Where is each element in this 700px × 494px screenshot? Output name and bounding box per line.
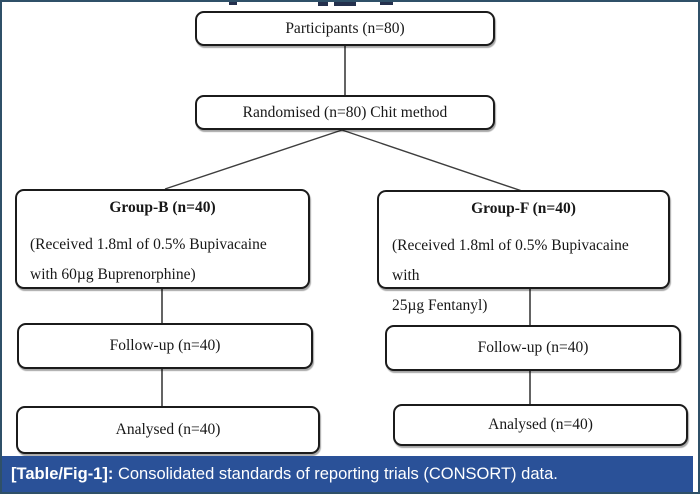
figure-caption-text: Consolidated standards of reporting tria… (113, 464, 558, 483)
followup-left-box: Follow-up (n=40) (17, 323, 313, 369)
followup-left-label: Follow-up (n=40) (109, 337, 221, 354)
participants-label: Participants (n=80) (285, 19, 405, 37)
figure-caption-bar: [Table/Fig-1]: Consolidated standards of… (2, 456, 693, 492)
cropped-text-fragment (380, 2, 393, 5)
analysed-right-label: Analysed (n=40) (488, 416, 593, 433)
group-b-description: (Received 1.8ml of 0.5% Bupivacaine with… (17, 230, 308, 290)
analysed-right-box: Analysed (n=40) (393, 404, 688, 446)
group-f-description: (Received 1.8ml of 0.5% Bupivacaine with… (379, 231, 668, 321)
group-f-box: Group-F (n=40) (Received 1.8ml of 0.5% B… (377, 190, 670, 314)
group-f-description-line2: 25µg Fentanyl) (392, 297, 488, 314)
randomised-label: Randomised (n=80) Chit method (242, 103, 448, 121)
cropped-text-fragment (334, 2, 356, 6)
analysed-left-box: Analysed (n=40) (16, 406, 320, 454)
figure-caption-tag: [Table/Fig-1]: (11, 464, 114, 483)
group-b-description-line1: (Received 1.8ml of 0.5% Bupivacaine (30, 236, 267, 253)
group-f-description-line1: (Received 1.8ml of 0.5% Bupivacaine with (392, 237, 629, 284)
followup-right-label: Follow-up (n=40) (477, 339, 589, 356)
followup-right-box: Follow-up (n=40) (385, 325, 681, 371)
group-b-title: Group-B (n=40) (109, 199, 216, 216)
participants-box: Participants (n=80) (195, 11, 495, 46)
analysed-left-label: Analysed (n=40) (115, 421, 221, 438)
connector-randomised-group-f (341, 129, 526, 193)
connector-randomised-group-b (164, 129, 343, 190)
group-b-description-line2: with 60µg Buprenorphine) (30, 266, 196, 283)
cropped-text-fragment (318, 2, 328, 6)
group-f-title: Group-F (n=40) (471, 200, 576, 217)
group-b-box: Group-B (n=40) (Received 1.8ml of 0.5% B… (15, 189, 310, 289)
cropped-text-fragment (229, 2, 237, 5)
randomised-box: Randomised (n=80) Chit method (195, 95, 495, 130)
